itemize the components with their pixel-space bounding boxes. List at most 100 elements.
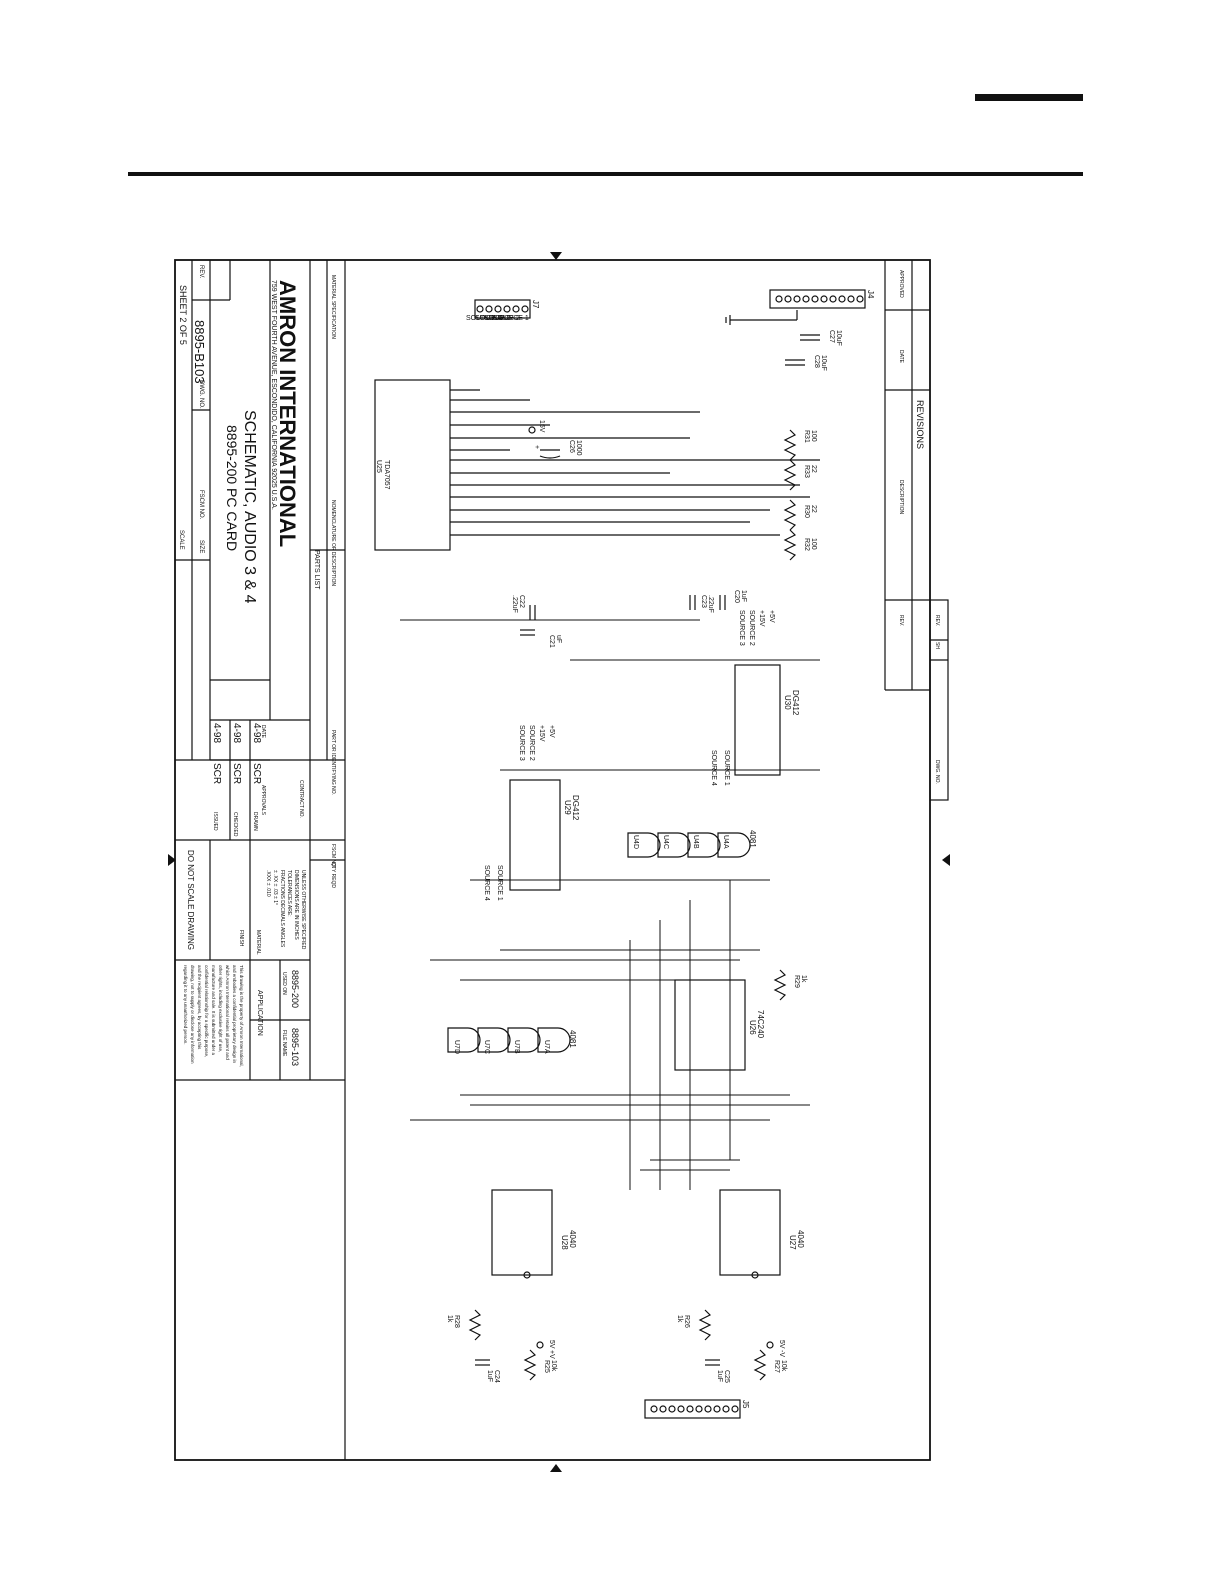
approval-role-checked: CHECKED: [232, 812, 238, 837]
svg-text:SOURCE 1: SOURCE 1: [493, 315, 529, 322]
svg-text:.22uF: .22uF: [511, 595, 518, 613]
rev-col-date: DATE: [898, 350, 904, 364]
svg-text:10uF: 10uF: [835, 330, 842, 346]
svg-text:R27: R27: [773, 1360, 780, 1373]
ic-u29: U29 DG412 SOURCE 1 SOURCE 4 SOURCE 2 +15…: [483, 725, 580, 901]
tol-line-6: .XXX ± .010: [265, 870, 271, 897]
caps-c27-c28: C27 10uF C28 10uF: [785, 330, 842, 371]
svg-text:C27: C27: [828, 330, 835, 343]
svg-text:SOURCE 4: SOURCE 4: [466, 315, 502, 322]
file-name-label: FILE NAME: [281, 1030, 287, 1057]
prop-line-4: other rights, including exclusive right …: [218, 965, 223, 1052]
svg-text:R25: R25: [543, 1360, 550, 1373]
svg-text:J5: J5: [741, 1400, 750, 1409]
svg-text:4081: 4081: [748, 830, 757, 848]
svg-text:R29: R29: [793, 975, 800, 988]
svg-text:10k: 10k: [780, 1360, 787, 1372]
parts-col-qty: QTY REQD: [330, 862, 336, 888]
svg-text:4040: 4040: [568, 1230, 577, 1248]
tol-line-1: UNLESS OTHERWISE SPECIFIED: [300, 870, 306, 950]
prop-line-5: manufacture and sale. It is submitted un…: [211, 965, 216, 1056]
title-block: PARTS LIST MATERIAL SPECIFICATION NOMENC…: [175, 260, 346, 1460]
svg-text:1k: 1k: [446, 1315, 453, 1323]
gates-u4: 4081 U4A U4B U4C U4D: [627, 830, 757, 858]
revisions-title: REVISIONS: [915, 400, 925, 449]
contract-no-label: CONTRACT NO.: [298, 780, 304, 818]
header-bar: [975, 94, 1083, 101]
svg-text:100: 100: [810, 538, 817, 550]
prop-line-2: and embodies a confidential proprietary …: [232, 965, 237, 1064]
tol-line-2: DIMENSIONS ARE IN INCHES: [293, 870, 299, 940]
caps-middle: C20 1uF C23 .22uF C22 .22uF C21 uF: [511, 590, 747, 648]
material-label: MATERIAL: [255, 930, 261, 955]
svg-text:U4B: U4B: [692, 835, 699, 849]
fscm-label: FSCM NO.: [198, 490, 204, 520]
svg-text:C20: C20: [733, 590, 740, 603]
prop-line-7: and the recipient agrees, by accepting t…: [197, 965, 202, 1050]
svg-text:SOURCE 3: SOURCE 3: [518, 725, 525, 761]
ic-u28: U28 4040: [491, 1189, 577, 1279]
svg-text:C21: C21: [548, 635, 555, 648]
svg-text:SOURCE 2: SOURCE 2: [484, 315, 520, 322]
sheet-number: SHEET 2 OF 5: [178, 285, 188, 345]
approval-date-issued: 4-98: [211, 723, 222, 743]
svg-text:U30: U30: [783, 695, 792, 710]
company-address: 759 WEST FOURTH AVENUE, ESCONDIDO, CALIF…: [270, 280, 277, 510]
approval-by-drawn: SCR: [251, 763, 262, 784]
svg-text:SOURCE 2: SOURCE 2: [528, 725, 535, 761]
svg-text:+: +: [533, 445, 540, 449]
rev-col-description: DESCRIPTION: [898, 480, 904, 515]
svg-text:C28: C28: [813, 355, 820, 368]
approval-role-drawn: DRAWN: [252, 812, 258, 831]
svg-text:DG412: DG412: [791, 690, 800, 716]
rev-label: REV.: [198, 265, 204, 279]
used-on: 8895-200: [290, 970, 300, 1008]
prop-line-3: which Amron International retains all pa…: [225, 965, 230, 1060]
svg-text:+5V: +5V: [768, 610, 775, 623]
svg-text:U7C: U7C: [483, 1040, 490, 1054]
ic-u26: U26 74C240 R29 1k: [674, 969, 807, 1071]
svg-text:J7: J7: [531, 300, 540, 309]
size-label: SIZE: [198, 540, 204, 553]
svg-text:-V: -V: [778, 1350, 785, 1357]
svg-text:R32: R32: [803, 538, 810, 551]
svg-text:SOURCE 2: SOURCE 2: [748, 610, 755, 646]
file-name: 8895-103: [290, 1028, 300, 1066]
do-not-scale: DO NOT SCALE DRAWING: [186, 850, 195, 950]
parts-col-material: MATERIAL SPECIFICATION: [330, 275, 336, 339]
svg-text:1k: 1k: [800, 975, 807, 983]
svg-text:10k: 10k: [550, 1360, 557, 1372]
svg-text:U28: U28: [560, 1235, 569, 1250]
header-rule: [128, 172, 1083, 176]
connector-j5: J5: [644, 1399, 750, 1419]
tol-line-4: FRACTIONS DECIMALS ANGLES: [279, 870, 285, 948]
ic-u25: U25 TDA7057: [374, 379, 820, 551]
svg-text:C22: C22: [518, 595, 525, 608]
svg-text:U26: U26: [748, 1020, 757, 1035]
svg-text:C26: C26: [568, 440, 575, 453]
svg-text:22: 22: [810, 465, 817, 473]
svg-text:C23: C23: [700, 595, 707, 608]
svg-text:1000: 1000: [575, 440, 582, 456]
svg-text:SOURCE 4: SOURCE 4: [710, 750, 717, 786]
svg-text:+5V: +5V: [548, 725, 555, 738]
svg-text:5V: 5V: [778, 1340, 785, 1349]
revisions-block: REVISIONS APPROVED DATE DESCRIPTION REV.…: [884, 260, 949, 801]
approval-by-checked: SCR: [231, 763, 242, 784]
parts-col-nomenclature: NOMENCLATURE OR DESCRIPTION: [330, 500, 336, 586]
connector-j4: J4: [725, 289, 875, 325]
rev-col-rev: REV.: [898, 615, 904, 626]
sh-label: SH: [934, 642, 940, 649]
approval-date-drawn: 4-98: [251, 723, 262, 743]
svg-text:1uF: 1uF: [486, 1370, 493, 1382]
cap-c26: 15V C26 1000 +: [528, 420, 582, 459]
parts-list-label: PARTS LIST: [313, 550, 320, 590]
dwg-no: 8895-B103: [192, 320, 207, 384]
prop-line-9: regarding it to any unauthorized person.: [183, 965, 188, 1045]
approval-by-issued: SCR: [211, 763, 222, 784]
parts-col-fscm: FSCM NO.: [330, 844, 336, 868]
connector-j7: J7 SOURCE 1 SOURCE 2 SOURCE 3 SOURCE 4: [466, 299, 540, 322]
company-name: AMRON INTERNATIONAL: [275, 280, 300, 547]
svg-text:74C240: 74C240: [756, 1010, 765, 1039]
svg-text:SOURCE 4: SOURCE 4: [483, 865, 490, 901]
